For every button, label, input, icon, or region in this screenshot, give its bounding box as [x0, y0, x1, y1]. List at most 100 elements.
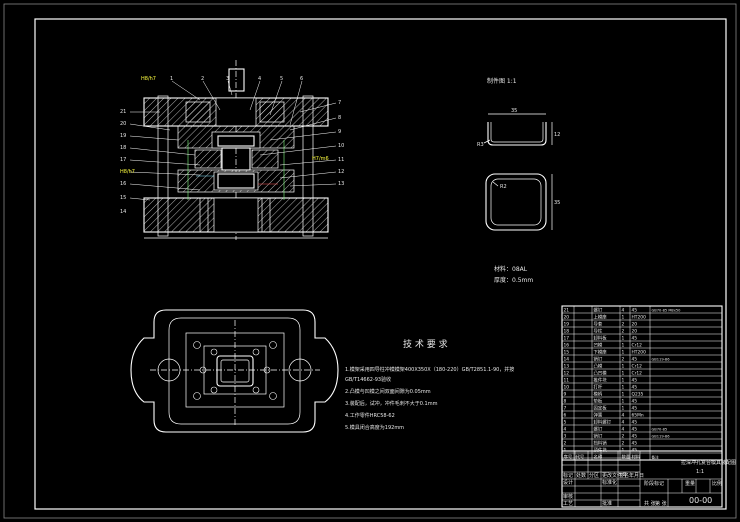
- bom-cell-qty: 1: [622, 391, 625, 397]
- bom-cell-no: 4: [564, 426, 567, 432]
- bom-cell-no: 序号: [564, 453, 573, 460]
- bom-cell-mat: 45: [632, 419, 638, 425]
- bom-cell-qty: 1: [622, 314, 625, 320]
- callout-9: 9: [338, 129, 341, 135]
- bom-cell-note: GB119-86: [652, 434, 671, 438]
- bom-cell-qty: 1: [622, 363, 625, 369]
- thickness-line: 厚度：0.5mm: [494, 276, 533, 284]
- bom-cell-name: 卸料螺钉: [594, 418, 612, 425]
- bom-cell-name: 卸料板: [594, 334, 608, 341]
- callout-2: 2: [201, 76, 204, 82]
- callout-1: 1: [170, 76, 173, 82]
- bom-cell-qty: 1: [622, 370, 625, 376]
- bom-cell-mat: Q235: [632, 391, 644, 397]
- tb-label-ratio: 比例: [712, 480, 722, 487]
- bom-cell-no: 19: [564, 321, 570, 327]
- bom-cell-no: 2: [564, 440, 567, 446]
- bom-cell-no: 8: [564, 398, 567, 404]
- bom-cell-mat: HT200: [632, 314, 647, 320]
- bom-row: 20 上模座 1 HT200: [564, 313, 647, 320]
- part-drawing: 制件图 1:1 35 12 R3 35 R2 材料：08AL 厚度：0.5mm: [477, 77, 560, 284]
- tb-label-stage: 阶段标记: [644, 480, 664, 487]
- callout-11: 11: [338, 157, 344, 163]
- callout-5: 5: [280, 76, 283, 82]
- bom-cell-name: 下模座: [594, 348, 608, 355]
- bom-cell-note: GB70-85: [652, 427, 668, 431]
- bom-cell-mat: 45: [632, 405, 638, 411]
- bom-cell-mat: 20: [632, 321, 638, 327]
- title-block: 拉深冲孔复合模具装配图 1:1 00-00 标记 处数 分区 更改文件号 签名 …: [561, 450, 736, 508]
- tb-label-mark: 标记: [563, 472, 573, 479]
- bom-cell-mat: 65Mn: [632, 412, 644, 418]
- bom-cell-mat: 45: [632, 426, 638, 432]
- bom-cell-name: 凸凹模: [594, 369, 608, 376]
- bom-cell-no: 16: [564, 342, 570, 348]
- bom-cell-name: 上模座: [594, 313, 608, 320]
- bom-cell-no: 20: [564, 314, 570, 320]
- bom-cell-no: 10: [564, 384, 570, 390]
- callout-10: 10: [338, 143, 344, 149]
- bom-cell-no: 11: [564, 377, 570, 383]
- bom-cell-qty: 1: [622, 377, 625, 383]
- callout-12: 12: [338, 169, 344, 175]
- bom-cell-name: 螺钉: [594, 306, 603, 313]
- outer-border: [3, 3, 737, 519]
- tech-title: 技 术 要 求: [403, 338, 448, 350]
- bom-cell-qty: 2: [622, 321, 625, 327]
- bom-cell-name: 打杆: [594, 383, 603, 390]
- bom-cell-mat: 45: [632, 398, 638, 404]
- bom-row: 6 弹簧 4 65Mn: [564, 411, 644, 418]
- part-dim-depth: 12: [554, 132, 560, 138]
- bom-cell-no: 5: [564, 419, 567, 425]
- tech-item-1b: GB/T14662-93验收: [345, 376, 391, 383]
- tech-item-3: 3.装配后，试冲，冲件毛刺不大于0.1mm: [345, 400, 438, 407]
- bom-cell-name: 弹簧: [594, 411, 603, 418]
- bom-cell-name: 销钉: [594, 432, 603, 439]
- bom-cell-qty: 4: [622, 307, 625, 313]
- bom-cell-qty: 2: [622, 440, 625, 446]
- tb-label-design: 设计: [563, 479, 573, 486]
- bom-cell-qty: 4: [622, 412, 625, 418]
- assembly-section-view: [129, 60, 337, 240]
- bom-cell-name: 螺钉: [594, 425, 603, 432]
- bom-cell-mat: Cr12: [632, 342, 643, 348]
- tb-label-count: 处数: [576, 472, 586, 479]
- tb-label-sheet: 第 张: [655, 500, 667, 507]
- tb-label-weight: 重量: [685, 480, 695, 487]
- bom-cell-qty: 2: [622, 328, 625, 334]
- tb-label-std: 标准化: [602, 479, 617, 486]
- bom-cell-qty: 1: [622, 447, 625, 453]
- bom-cell-name: 推件块: [594, 376, 608, 383]
- bom-cell-mat: 45: [632, 384, 638, 390]
- material-line: 材料：08AL: [494, 265, 528, 273]
- bom-cell-mat: 20: [632, 328, 638, 334]
- callout-8: 8: [338, 115, 341, 121]
- bom-cell-note: GB70-85 M8x50: [652, 308, 682, 312]
- bom-cell-name: 导柱: [594, 327, 603, 334]
- bom-cell-mat: 45: [632, 356, 638, 362]
- bom-cell-name: 挡料销: [594, 439, 608, 446]
- callout-15: 15: [120, 195, 126, 201]
- bom-cell-mat: Cr12: [632, 363, 643, 369]
- callout-20: 20: [120, 121, 126, 127]
- bom-cell-note: 备注: [652, 454, 660, 459]
- bom-cell-no: 1: [564, 447, 567, 453]
- callouts-left: 21 20 19 18 17 H8/h7 16 15 14: [120, 109, 135, 215]
- bom-cell-no: 21: [564, 307, 570, 313]
- callout-21: 21: [120, 109, 126, 115]
- bom-cell-no: 6: [564, 412, 567, 418]
- callouts-right: 7 8 9 10 H7/m6 11 12 13: [312, 100, 344, 187]
- bom-cell-name: 名称: [594, 453, 603, 460]
- part-dim-height: 35: [554, 200, 560, 206]
- tech-item-4: 4.工作零件HRC58-62: [345, 412, 395, 419]
